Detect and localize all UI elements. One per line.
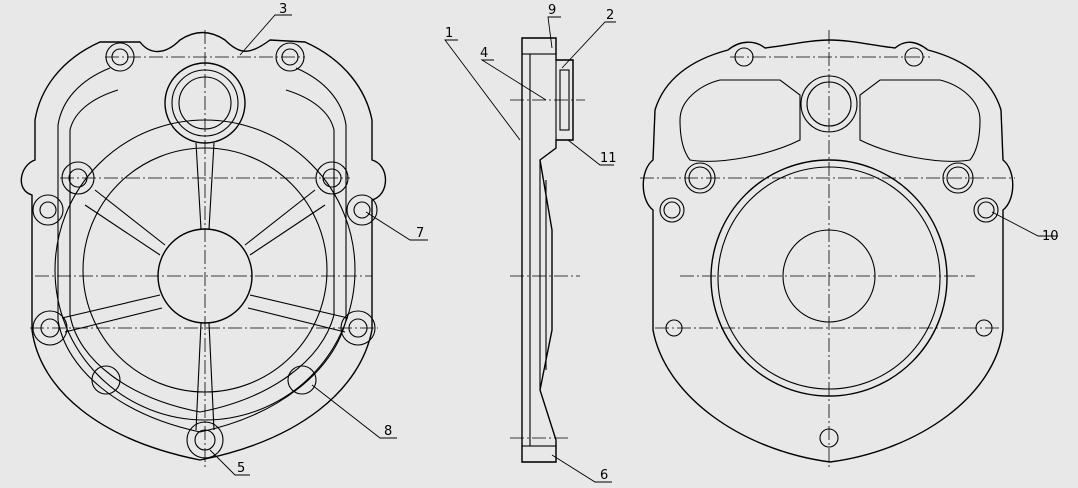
label-3: 3: [279, 2, 287, 17]
label-8: 8: [384, 424, 392, 439]
label-1: 1: [445, 26, 453, 41]
section-hatch-top: [521, 37, 557, 55]
rear-inner-contour-2: [859, 79, 981, 162]
section-web: [539, 160, 547, 390]
front-inner-contour: [57, 67, 347, 433]
front-spokes: [61, 142, 349, 431]
label-2: 2: [606, 8, 614, 23]
section-center-lines: [510, 99, 585, 439]
label-5: 5: [237, 461, 245, 476]
label-11: 11: [600, 151, 617, 166]
label-9: 9: [548, 3, 556, 18]
rear-center-lines: [640, 30, 1015, 470]
front-outer-contour: [20, 31, 387, 461]
label-7: 7: [416, 226, 424, 241]
rear-ring-outer: [710, 159, 948, 397]
front-view: [20, 30, 387, 470]
rear-inner-contour: [679, 79, 801, 162]
section-hatch-bottom: [521, 445, 557, 463]
label-6: 6: [600, 468, 608, 483]
section-view: [510, 37, 585, 463]
rear-view: [640, 30, 1015, 470]
front-inner-contour-2: [69, 89, 335, 413]
rear-outer-contour: [642, 39, 1014, 463]
front-center-lines: [30, 30, 378, 470]
label-10: 10: [1042, 229, 1059, 244]
label-4: 4: [480, 46, 488, 61]
leaders: [209, 14, 1058, 483]
